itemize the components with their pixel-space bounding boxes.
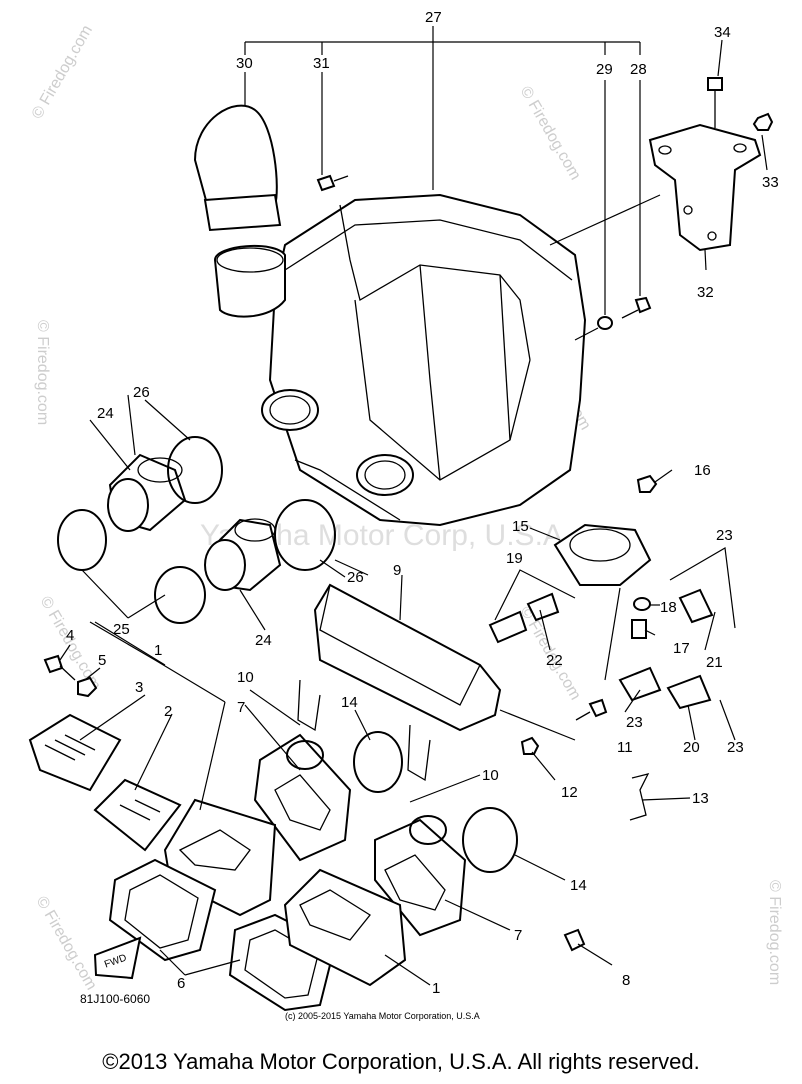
leader-lines xyxy=(59,26,768,986)
callout-7: 7 xyxy=(514,927,522,944)
bracket-32 xyxy=(648,77,774,252)
callouts: 27 30 31 29 28 34 33 32 26 24 25 24 26 9… xyxy=(66,9,779,997)
watermark-firedog: © Firedog.com xyxy=(29,22,96,122)
callout-14: 14 xyxy=(570,877,587,894)
callout-15: 15 xyxy=(512,518,529,535)
callout-20: 20 xyxy=(683,739,700,756)
callout-8: 8 xyxy=(622,972,630,989)
callout-21: 21 xyxy=(706,654,723,671)
callout-12: 12 xyxy=(561,784,578,801)
callout-31: 31 xyxy=(313,55,330,72)
callout-33: 33 xyxy=(762,174,779,191)
fuel-pump xyxy=(488,474,714,710)
watermark-firedog: © Firedog.com xyxy=(33,894,100,994)
washer-bolt-28-29 xyxy=(597,296,652,330)
callout-25: 25 xyxy=(113,621,130,638)
callout-9: 9 xyxy=(393,562,401,579)
diagram-code: 81J100-6060 xyxy=(80,992,150,1006)
callout-10: 10 xyxy=(237,669,254,686)
small-copyright: (c) 2005-2015 Yamaha Motor Corporation, … xyxy=(285,1011,480,1021)
intake-silencer xyxy=(297,583,502,782)
watermark-firedog: © Firedog.com xyxy=(34,320,51,425)
callout-32: 32 xyxy=(697,284,714,301)
callout-4: 4 xyxy=(66,627,74,644)
callout-27: 27 xyxy=(425,9,442,26)
watermark-firedog: © Firedog.com xyxy=(517,84,584,184)
callout-30: 30 xyxy=(236,55,253,72)
callout-29: 29 xyxy=(596,61,613,78)
callout-17: 17 xyxy=(673,640,690,657)
callout-7: 7 xyxy=(237,699,245,716)
callout-2: 2 xyxy=(164,703,172,720)
watermark-firedog: © Firedog.com xyxy=(766,880,783,985)
callout-26: 26 xyxy=(347,569,364,586)
callout-14: 14 xyxy=(341,694,358,711)
air-box xyxy=(261,193,587,527)
callout-10: 10 xyxy=(482,767,499,784)
callout-5: 5 xyxy=(98,652,106,669)
footer-copyright: ©2013 Yamaha Motor Corporation, U.S.A. A… xyxy=(102,1049,700,1074)
callout-23: 23 xyxy=(716,527,733,544)
callout-34: 34 xyxy=(714,24,731,41)
callout-28: 28 xyxy=(630,61,647,78)
callout-6: 6 xyxy=(177,975,185,992)
callout-23: 23 xyxy=(727,739,744,756)
callout-19: 19 xyxy=(506,550,523,567)
callout-24: 24 xyxy=(255,632,272,649)
fwd-arrow: FWD xyxy=(93,936,142,980)
callout-13: 13 xyxy=(692,790,709,807)
bolt-31 xyxy=(316,174,349,192)
callout-3: 3 xyxy=(135,679,143,696)
hardware-11-12-13 xyxy=(520,698,650,821)
callout-24: 24 xyxy=(97,405,114,422)
callout-18: 18 xyxy=(660,599,677,616)
callout-1: 1 xyxy=(154,642,162,659)
callout-23: 23 xyxy=(626,714,643,731)
callout-26: 26 xyxy=(133,384,150,401)
reed-valves xyxy=(28,654,407,1012)
callout-16: 16 xyxy=(694,462,711,479)
parts-diagram: © Firedog.com © Firedog.com © Firedog.co… xyxy=(28,9,783,1021)
callout-11: 11 xyxy=(617,739,633,756)
boots-and-clamps xyxy=(57,436,336,624)
carb-joints xyxy=(253,731,613,966)
callout-1: 1 xyxy=(432,980,440,997)
intake-duct xyxy=(193,104,286,318)
callout-22: 22 xyxy=(546,652,563,669)
